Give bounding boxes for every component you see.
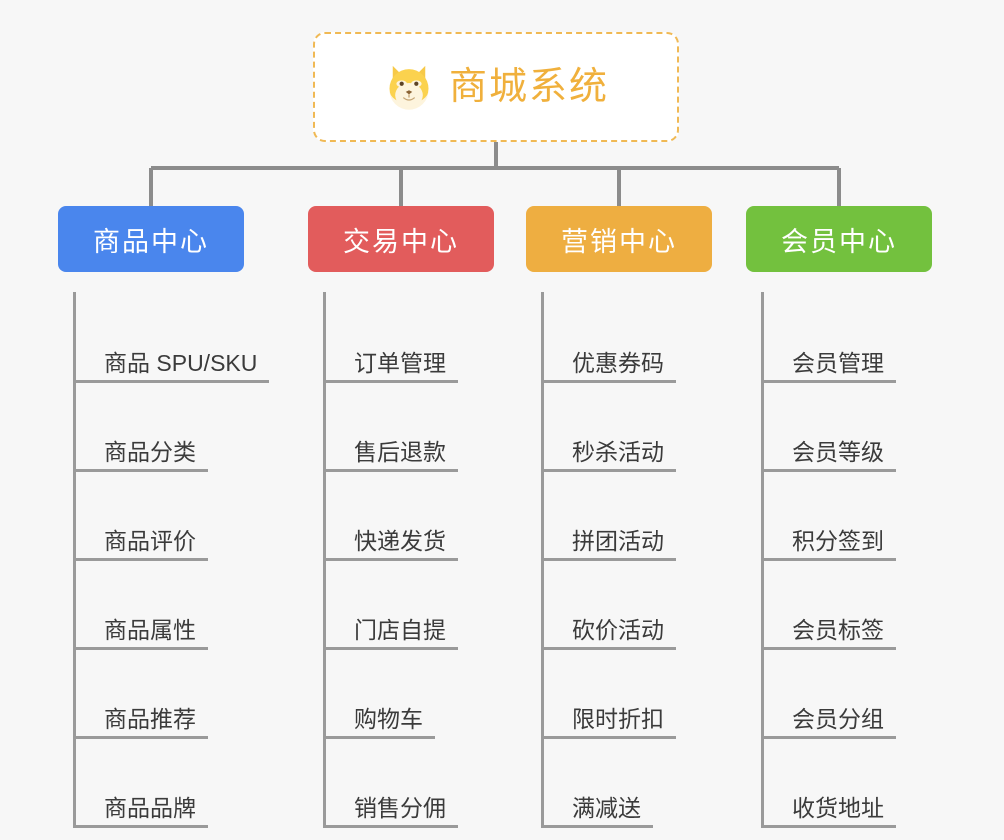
leaf-label: 会员分组 <box>792 705 884 732</box>
leaf-item[interactable]: 门店自提 <box>326 561 528 650</box>
leaf-label: 商品 SPU/SKU <box>104 349 258 376</box>
leaf-item[interactable]: 满减送 <box>544 739 746 828</box>
leaf-underline <box>76 825 208 828</box>
leaf-label: 会员标签 <box>792 616 884 643</box>
leaf-label: 砍价活动 <box>572 616 664 643</box>
branch-header-label: 商品中心 <box>93 226 209 257</box>
branch-header-label: 会员中心 <box>781 226 897 257</box>
leaf-label: 订单管理 <box>354 349 446 376</box>
branch-header-product[interactable]: 商品中心 <box>58 206 244 272</box>
leaf-underline <box>764 647 896 650</box>
branch-header-label: 交易中心 <box>343 226 459 257</box>
leaf-label: 收货地址 <box>792 794 884 821</box>
leaf-item[interactable]: 秒杀活动 <box>544 383 746 472</box>
leaf-label: 满减送 <box>572 794 641 821</box>
leaf-label: 门店自提 <box>354 616 446 643</box>
leaf-list-marketing: 优惠券码 秒杀活动 拼团活动 砍价活动 限时折扣 满减送 <box>541 292 746 828</box>
leaf-underline <box>76 558 208 561</box>
branch-column-member: 会员中心 会员管理 会员等级 积分签到 会员标签 会员分组 <box>746 206 966 828</box>
leaf-label: 积分签到 <box>792 527 884 554</box>
branch-column-marketing: 营销中心 优惠券码 秒杀活动 拼团活动 砍价活动 限时折扣 <box>526 206 746 828</box>
leaf-underline <box>764 380 896 383</box>
leaf-label: 快递发货 <box>354 527 446 554</box>
leaf-label: 销售分佣 <box>354 794 446 821</box>
leaf-underline <box>544 558 676 561</box>
leaf-label: 会员管理 <box>792 349 884 376</box>
branch-header-label: 营销中心 <box>561 226 677 257</box>
leaf-item[interactable]: 会员分组 <box>764 650 966 739</box>
leaf-label: 拼团活动 <box>572 527 664 554</box>
leaf-item[interactable]: 会员等级 <box>764 383 966 472</box>
leaf-underline <box>544 736 676 739</box>
leaf-item[interactable]: 限时折扣 <box>544 650 746 739</box>
leaf-label: 商品分类 <box>104 438 196 465</box>
leaf-label: 优惠券码 <box>572 349 664 376</box>
leaf-list-trade: 订单管理 售后退款 快递发货 门店自提 购物车 销售分佣 <box>323 292 528 828</box>
leaf-underline <box>76 647 208 650</box>
leaf-label: 会员等级 <box>792 438 884 465</box>
leaf-underline <box>326 647 458 650</box>
leaf-item[interactable]: 售后退款 <box>326 383 528 472</box>
leaf-item[interactable]: 收货地址 <box>764 739 966 828</box>
leaf-underline <box>76 469 208 472</box>
leaf-list-product: 商品 SPU/SKU 商品分类 商品评价 商品属性 商品推荐 商品品牌 <box>73 292 278 828</box>
leaf-label: 限时折扣 <box>572 705 664 732</box>
branch-header-marketing[interactable]: 营销中心 <box>526 206 712 272</box>
leaf-item[interactable]: 快递发货 <box>326 472 528 561</box>
leaf-item[interactable]: 商品品牌 <box>76 739 278 828</box>
leaf-list-member: 会员管理 会员等级 积分签到 会员标签 会员分组 收货地址 <box>761 292 966 828</box>
leaf-label: 商品评价 <box>104 527 196 554</box>
leaf-label: 售后退款 <box>354 438 446 465</box>
leaf-label: 商品品牌 <box>104 794 196 821</box>
leaf-item[interactable]: 商品 SPU/SKU <box>76 294 278 383</box>
branch-header-member[interactable]: 会员中心 <box>746 206 932 272</box>
leaf-item[interactable]: 积分签到 <box>764 472 966 561</box>
leaf-item[interactable]: 订单管理 <box>326 294 528 383</box>
shiba-dog-face-icon <box>389 65 429 110</box>
leaf-underline <box>326 558 458 561</box>
leaf-underline <box>764 469 896 472</box>
branch-header-trade[interactable]: 交易中心 <box>308 206 494 272</box>
leaf-underline <box>764 558 896 561</box>
leaf-item[interactable]: 砍价活动 <box>544 561 746 650</box>
leaf-item[interactable]: 拼团活动 <box>544 472 746 561</box>
leaf-item[interactable]: 商品分类 <box>76 383 278 472</box>
branch-column-trade: 交易中心 订单管理 售后退款 快递发货 门店自提 购物车 <box>308 206 528 828</box>
leaf-underline <box>544 380 676 383</box>
leaf-underline <box>76 736 208 739</box>
leaf-item[interactable]: 购物车 <box>326 650 528 739</box>
leaf-label: 商品属性 <box>104 616 196 643</box>
leaf-underline <box>326 380 458 383</box>
leaf-underline <box>764 736 896 739</box>
leaf-underline <box>326 825 458 828</box>
leaf-underline <box>544 647 676 650</box>
leaf-label: 购物车 <box>354 705 423 732</box>
leaf-item[interactable]: 会员标签 <box>764 561 966 650</box>
leaf-underline <box>544 825 653 828</box>
leaf-item[interactable]: 商品评价 <box>76 472 278 561</box>
leaf-item[interactable]: 优惠券码 <box>544 294 746 383</box>
root-title: 商城系统 <box>448 66 609 108</box>
leaf-label: 秒杀活动 <box>572 438 664 465</box>
leaf-underline <box>326 736 435 739</box>
leaf-underline <box>544 469 676 472</box>
leaf-item[interactable]: 会员管理 <box>764 294 966 383</box>
leaf-item[interactable]: 商品推荐 <box>76 650 278 739</box>
root-node-shop-system[interactable]: 商城系统 <box>313 32 679 142</box>
leaf-item[interactable]: 销售分佣 <box>326 739 528 828</box>
leaf-underline <box>764 825 896 828</box>
leaf-underline <box>326 469 458 472</box>
leaf-item[interactable]: 商品属性 <box>76 561 278 650</box>
leaf-underline <box>76 380 270 383</box>
branch-column-product: 商品中心 商品 SPU/SKU 商品分类 商品评价 商品属性 商品推荐 <box>58 206 278 828</box>
leaf-label: 商品推荐 <box>104 705 196 732</box>
